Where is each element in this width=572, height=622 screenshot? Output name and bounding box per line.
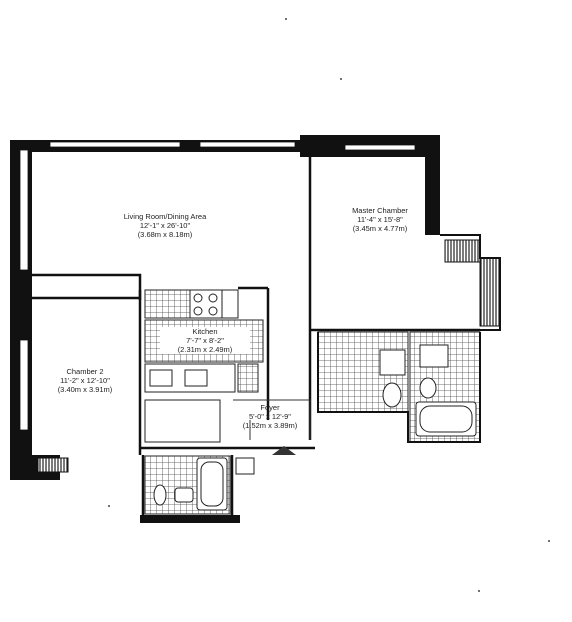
- chamber2-details: [37, 457, 69, 473]
- chamber2-dim-metric: (3.40m x 3.91m): [57, 385, 113, 394]
- master-chamber-dim-metric: (3.45m x 4.77m): [352, 224, 408, 233]
- entry-arrow-icon: [272, 446, 296, 455]
- windows: [19, 141, 416, 431]
- chamber2-dim-imperial: 11'-2" x 12'-10": [60, 376, 110, 385]
- kitchen-label: Kitchen 7'-7" x 8'-2" (2.31m x 2.49m): [160, 327, 250, 354]
- foyer-name: Foyer: [260, 403, 280, 412]
- bathroom-master: [317, 331, 481, 443]
- chamber2-name: Chamber 2: [66, 367, 104, 376]
- scan-speck: [285, 18, 287, 20]
- chamber2-label: Chamber 2 11'-2" x 12'-10" (3.40m x 3.91…: [40, 367, 130, 394]
- kitchen-dim-metric: (2.31m x 2.49m): [177, 345, 233, 354]
- scan-speck: [548, 540, 550, 542]
- living-room-name: Living Room/Dining Area: [123, 212, 207, 221]
- scan-speck: [478, 590, 480, 592]
- master-chamber-dim-imperial: 11'-4" x 15'-8": [357, 215, 403, 224]
- scan-speck: [108, 505, 110, 507]
- foyer-dim-metric: (1.52m x 3.89m): [242, 421, 298, 430]
- living-room-dim-imperial: 12'-1" x 26'-10": [139, 221, 191, 230]
- living-room-dim-metric: (3.68m x 8.18m): [137, 230, 193, 239]
- bathroom-left: [144, 455, 255, 515]
- kitchen-dim-imperial: 7'-7" x 8'-2": [186, 336, 224, 345]
- foyer-dim-imperial: 5'-0" x 12'-9": [249, 412, 291, 421]
- interior-walls: [32, 155, 480, 520]
- kitchen-name: Kitchen: [192, 327, 218, 336]
- foyer-closet: [233, 399, 311, 440]
- foyer-label: Foyer 5'-0" x 12'-9" (1.52m x 3.89m): [225, 403, 315, 430]
- master-chamber-name: Master Chamber: [352, 206, 408, 215]
- scan-speck: [340, 78, 342, 80]
- master-chamber-label: Master Chamber 11'-4" x 15'-8" (3.45m x …: [330, 206, 430, 233]
- balcony-grates: [440, 234, 501, 331]
- living-room-label: Living Room/Dining Area 12'-1" x 26'-10"…: [100, 212, 230, 239]
